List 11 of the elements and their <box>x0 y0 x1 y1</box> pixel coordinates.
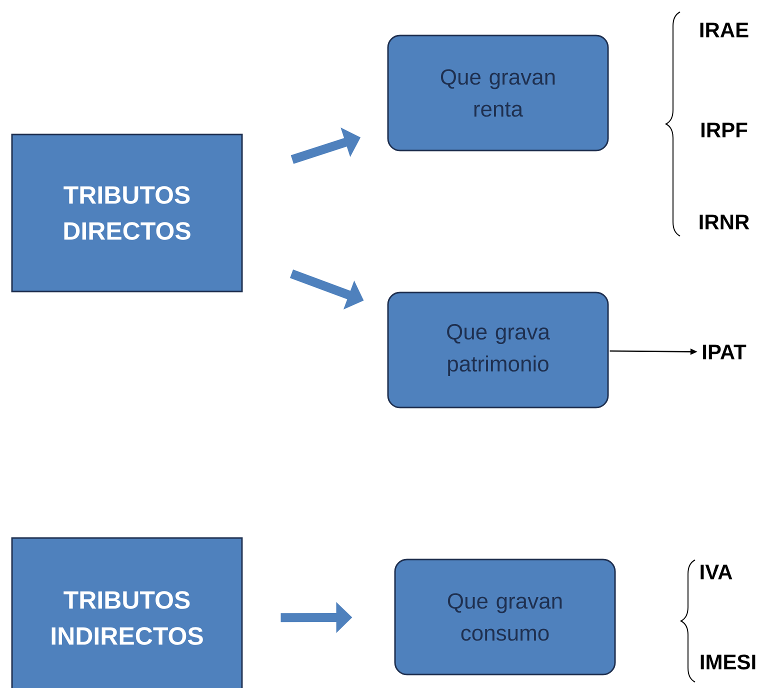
tax-label: IRPF <box>702 122 748 138</box>
tax-label: IVA <box>700 564 732 580</box>
tax-label: IRAE <box>700 22 748 38</box>
tax-label: IMESI <box>700 654 756 670</box>
process-box: Que grava patrimonio <box>387 292 609 408</box>
category-box: TRIBUTOS DIRECTOS <box>11 134 243 292</box>
category-box: TRIBUTOS INDIRECTOS <box>11 537 243 688</box>
tax-label: IRNR <box>700 214 750 230</box>
tax-label: IPAT <box>703 344 746 360</box>
process-box: Que gravan consumo <box>394 558 616 676</box>
process-box: Que gravan renta <box>387 34 609 152</box>
